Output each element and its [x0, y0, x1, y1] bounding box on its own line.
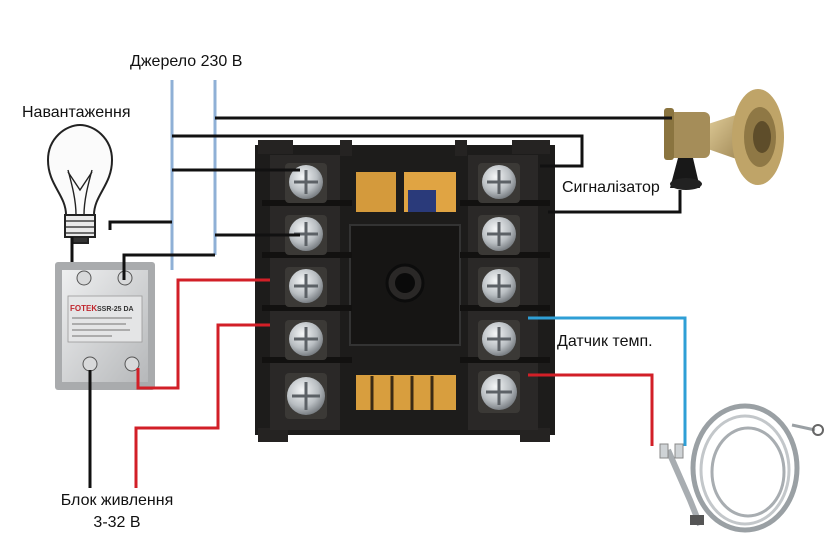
- lightbulb-icon: [46, 123, 114, 244]
- sensor-minus-wire: [528, 316, 687, 446]
- left-terminals: [285, 163, 327, 419]
- alarm-label: Сигналізатор: [562, 179, 660, 196]
- load-label: Навантаження: [22, 104, 131, 121]
- relay-brand: FOTEK: [70, 304, 97, 313]
- alarm-return-wire: [548, 190, 682, 214]
- ssr-control-plus-wire: [136, 278, 270, 390]
- relay-model: SSR-25 DA: [97, 306, 134, 313]
- psu-label-line1: Блок живлення: [60, 492, 174, 509]
- temperature-controller: [255, 140, 555, 442]
- wires: [70, 80, 687, 488]
- psu-positive-wire: [134, 323, 270, 488]
- thermocouple-sensor: [659, 403, 824, 533]
- alarm-horn-icon: [664, 89, 784, 190]
- relay-load-wire: [122, 253, 215, 280]
- sensor-label: Датчик темп.: [557, 333, 653, 350]
- alarm-com-wire: [172, 134, 584, 168]
- sensor-plus-wire: [528, 373, 654, 446]
- psu-label-line2: 3-32 В: [93, 514, 141, 531]
- solid-state-relay: FOTEK SSR-25 DA: [55, 262, 155, 390]
- right-terminals: [478, 163, 520, 413]
- bulb-wire: [108, 220, 172, 230]
- source-label: Джерело 230 В: [130, 53, 243, 70]
